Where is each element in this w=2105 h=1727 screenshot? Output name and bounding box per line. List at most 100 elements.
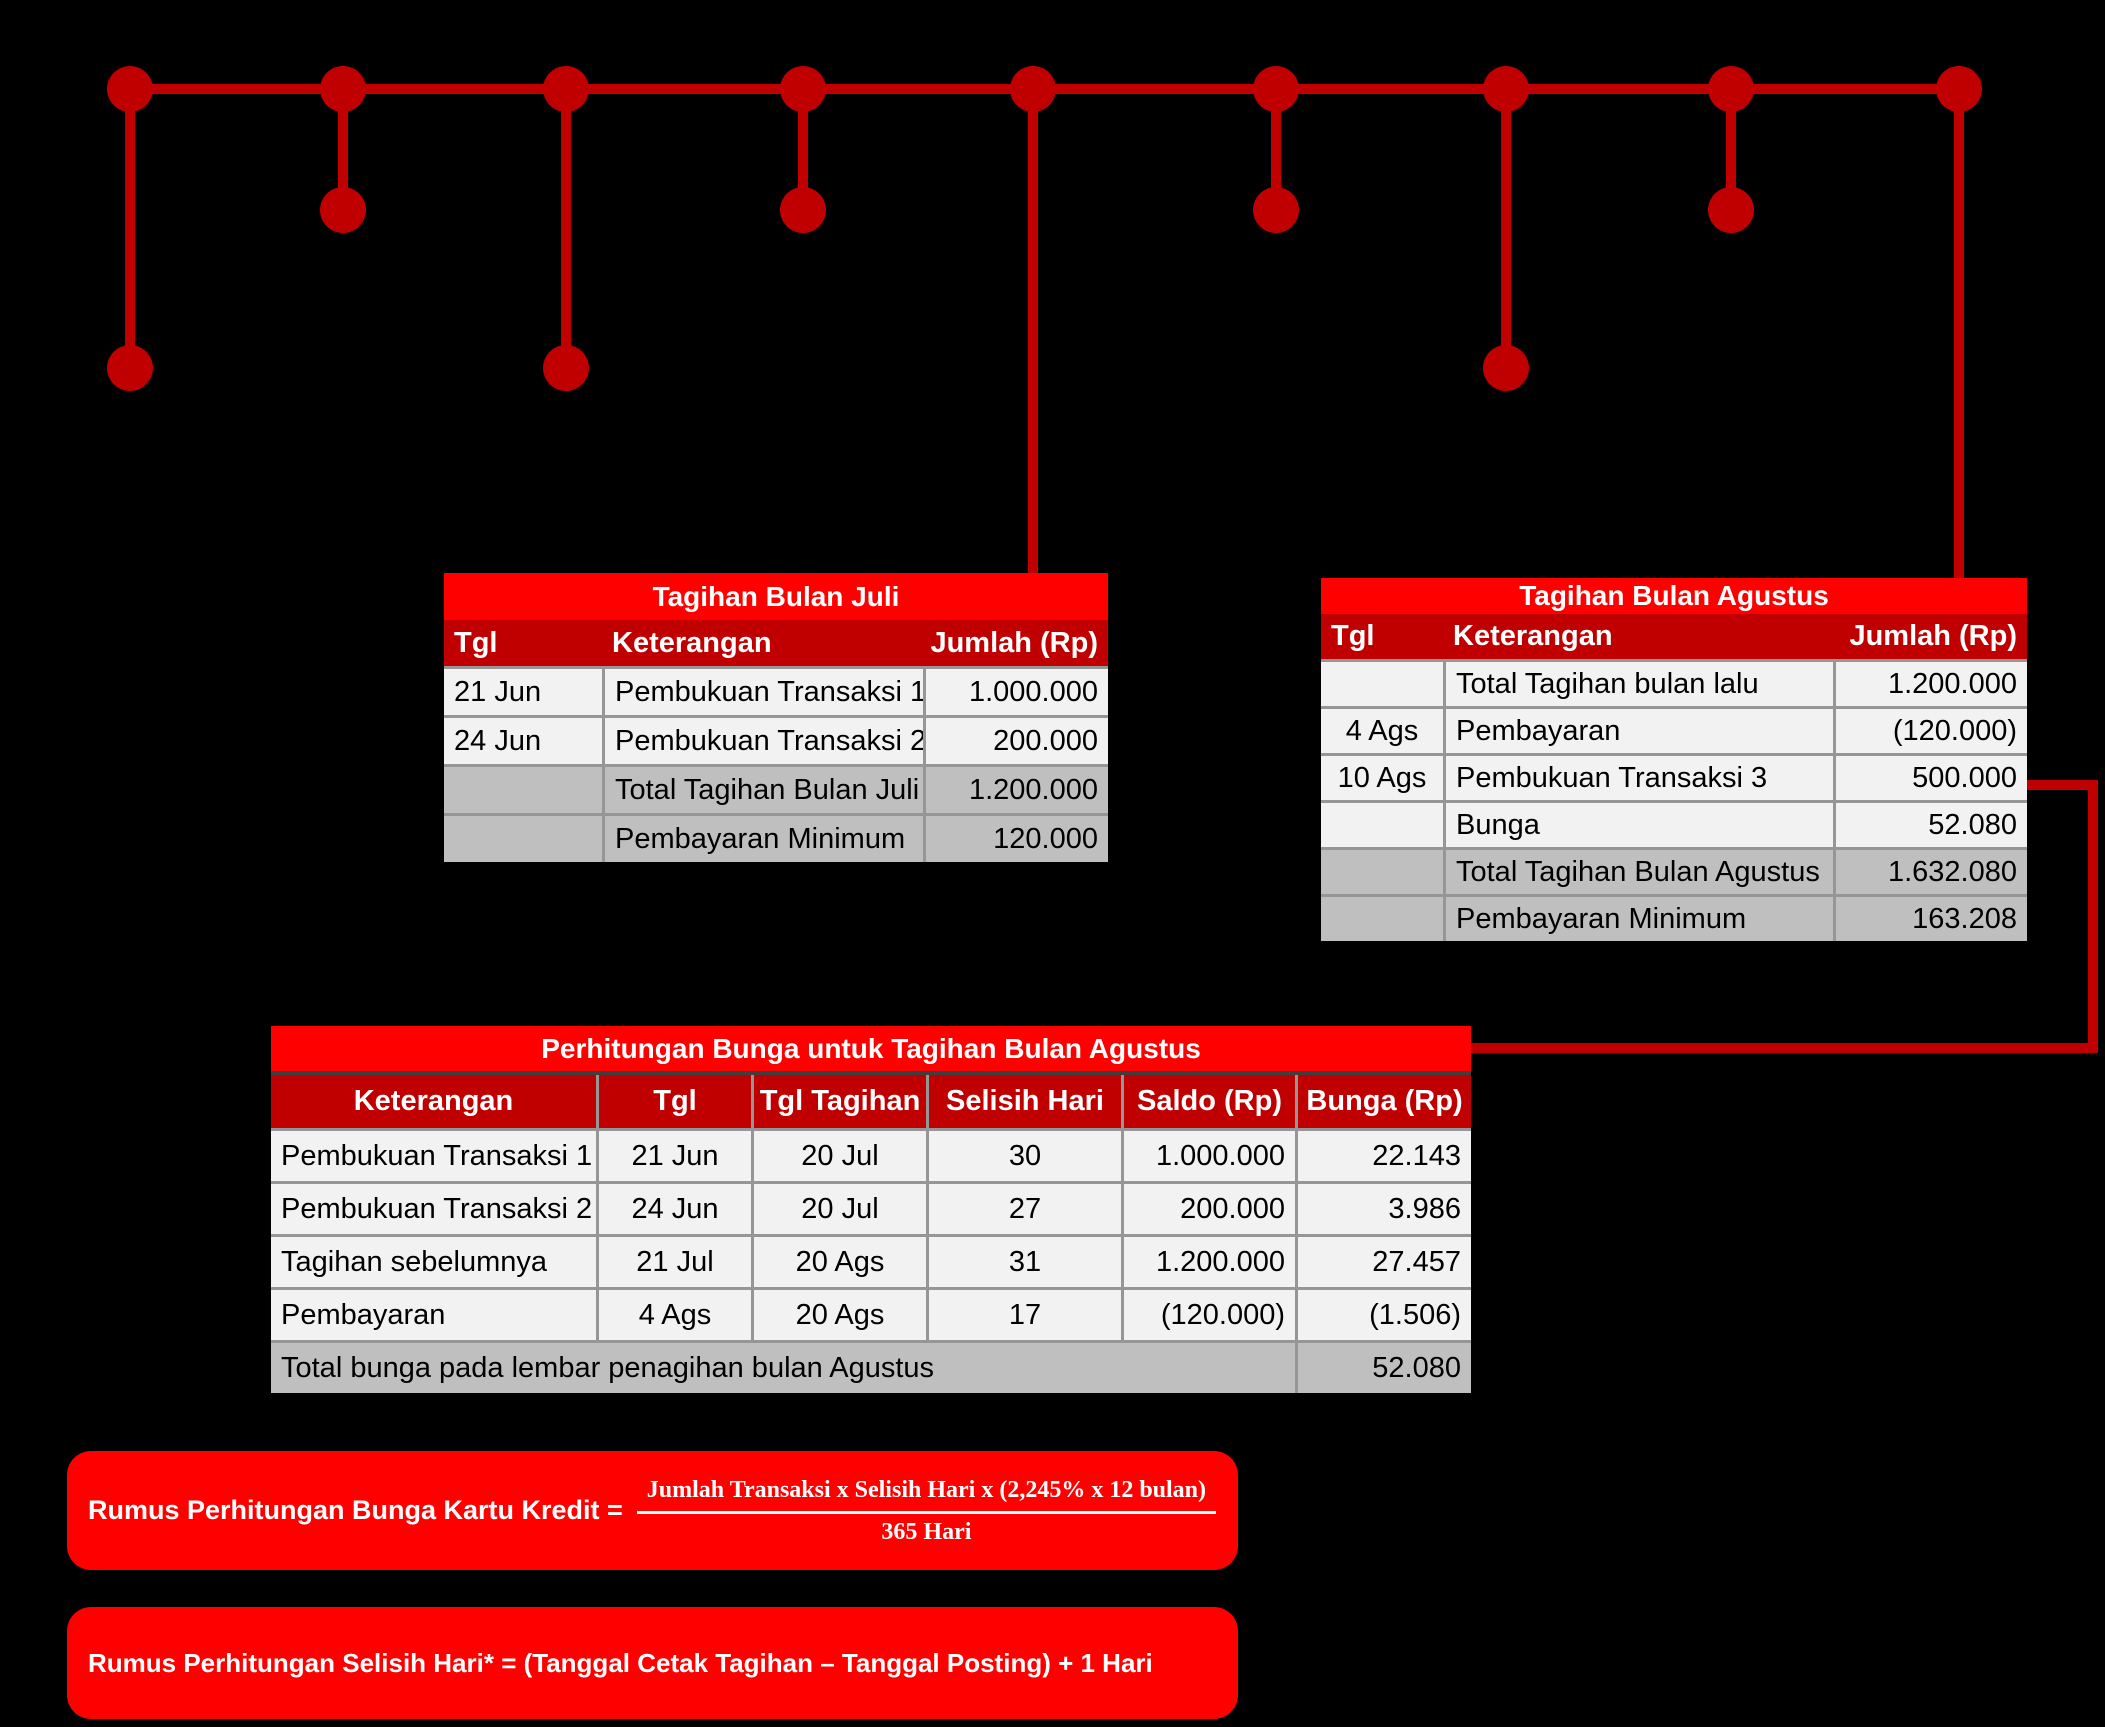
timeline-node-dot [1010, 66, 1056, 112]
table-cell: Total bunga pada lembar penagihan bulan … [271, 1340, 1295, 1393]
table-cell [444, 813, 602, 862]
table-cell: 3.986 [1295, 1181, 1471, 1234]
table-cell: 21 Jun [444, 666, 602, 715]
timeline-drop-line [338, 89, 348, 210]
table-cell: 27 [926, 1181, 1121, 1234]
timeline-node-dot [1483, 66, 1529, 112]
table-cell: 20 Ags [751, 1287, 926, 1340]
table-title: Tagihan Bulan Agustus [1321, 578, 2027, 614]
timeline-drop-line [1501, 89, 1511, 368]
table-cell: 1.200.000 [1833, 659, 2027, 706]
timeline-event-dot [780, 187, 826, 233]
table-cell: 31 [926, 1234, 1121, 1287]
table-cell: 4 Ags [1321, 706, 1443, 753]
timeline-event-dot [1708, 187, 1754, 233]
table-cell: 10 Ags [1321, 753, 1443, 800]
timeline-drop-line [1954, 89, 1964, 578]
table-header-cell: Saldo (Rp) [1121, 1075, 1295, 1128]
table-cell: 20 Jul [751, 1128, 926, 1181]
table-cell: 22.143 [1295, 1128, 1471, 1181]
table-cell: 200.000 [923, 715, 1108, 764]
formula-selisih-box: Rumus Perhitungan Selisih Hari* = (Tangg… [67, 1607, 1238, 1719]
table-cell: (120.000) [1121, 1287, 1295, 1340]
table-cell: 24 Jun [596, 1181, 751, 1234]
table-cell: 500.000 [1833, 753, 2027, 800]
table-cell: 27.457 [1295, 1234, 1471, 1287]
table-cell [1321, 659, 1443, 706]
table-title: Tagihan Bulan Juli [444, 573, 1108, 620]
table-cell [444, 764, 602, 813]
table-cell: 20 Ags [751, 1234, 926, 1287]
table-header-cell: Jumlah (Rp) [1833, 614, 2027, 659]
connector-agustus-exit [2027, 780, 2097, 790]
table-cell: 1.632.080 [1833, 847, 2027, 894]
table-cell: 163.208 [1833, 894, 2027, 941]
timeline-drop-line [1271, 89, 1281, 210]
table-cell: 20 Jul [751, 1181, 926, 1234]
table-cell: Pembukuan Transaksi 1 [602, 666, 923, 715]
timeline-event-dot [1483, 345, 1529, 391]
timeline-drop-line [798, 89, 808, 210]
timeline-drop-line [125, 89, 135, 368]
connector-perhitungan-entry [1471, 1043, 2098, 1053]
timeline-event-dot [107, 345, 153, 391]
timeline-event-dot [543, 345, 589, 391]
table-cell [1321, 800, 1443, 847]
table-cell: (120.000) [1833, 706, 2027, 753]
table-cell: Bunga [1443, 800, 1833, 847]
table-header-cell: Tgl Tagihan [751, 1075, 926, 1128]
table-header-cell: Tgl [444, 620, 602, 666]
table-cell: (1.506) [1295, 1287, 1471, 1340]
timeline-drop-line [1726, 89, 1736, 210]
table-cell: Pembukuan Transaksi 2 [602, 715, 923, 764]
table-header-cell: Tgl [596, 1075, 751, 1128]
table-cell: Total Tagihan bulan lalu [1443, 659, 1833, 706]
timeline-node-dot [107, 66, 153, 112]
table-cell: Tagihan sebelumnya [271, 1234, 596, 1287]
table-cell: 120.000 [923, 813, 1108, 862]
timeline-node-dot [1253, 66, 1299, 112]
formula-selisih-label: Rumus Perhitungan Selisih Hari* = (Tangg… [88, 1647, 1153, 1678]
formula-bunga-fraction: Jumlah Transaksi x Selisih Hari x (2,245… [636, 1475, 1217, 1546]
table-cell: 1.200.000 [1121, 1234, 1295, 1287]
timeline-node-dot [320, 66, 366, 112]
table-header-cell: Keterangan [1443, 614, 1833, 659]
table-title: Perhitungan Bunga untuk Tagihan Bulan Ag… [271, 1026, 1471, 1075]
timeline-event-dot [1253, 187, 1299, 233]
table-cell: Total Tagihan Bulan Agustus [1443, 847, 1833, 894]
table-cell: 21 Jul [596, 1234, 751, 1287]
timeline-drop-line [561, 89, 571, 368]
table-cell: Pembukuan Transaksi 1 [271, 1128, 596, 1181]
timeline-node-dot [1708, 66, 1754, 112]
formula-bunga-box: Rumus Perhitungan Bunga Kartu Kredit = J… [67, 1451, 1238, 1570]
table-header-cell: Keterangan [602, 620, 923, 666]
table-perhitungan-bunga: Perhitungan Bunga untuk Tagihan Bulan Ag… [271, 1026, 1471, 1393]
table-cell: 200.000 [1121, 1181, 1295, 1234]
connector-right-vertical [2088, 780, 2098, 1053]
table-cell: 1.200.000 [923, 764, 1108, 813]
table-cell: 52.080 [1833, 800, 2027, 847]
table-cell: 21 Jun [596, 1128, 751, 1181]
table-cell [1321, 894, 1443, 941]
timeline-node-dot [543, 66, 589, 112]
table-header-cell: Jumlah (Rp) [923, 620, 1108, 666]
fraction-numerator: Jumlah Transaksi x Selisih Hari x (2,245… [636, 1475, 1217, 1514]
table-cell: 1.000.000 [923, 666, 1108, 715]
table-header-cell: Tgl [1321, 614, 1443, 659]
timeline-drop-line [1028, 89, 1038, 573]
table-cell: Pembayaran Minimum [602, 813, 923, 862]
table-cell: 1.000.000 [1121, 1128, 1295, 1181]
table-cell: Pembayaran [271, 1287, 596, 1340]
timeline-node-dot [1936, 66, 1982, 112]
table-cell: 24 Jun [444, 715, 602, 764]
table-cell: Pembayaran Minimum [1443, 894, 1833, 941]
fraction-denominator: 365 Hari [881, 1518, 972, 1545]
table-cell: 30 [926, 1128, 1121, 1181]
table-cell: 4 Ags [596, 1287, 751, 1340]
table-cell [1321, 847, 1443, 894]
timeline-event-dot [320, 187, 366, 233]
table-cell: Pembukuan Transaksi 3 [1443, 753, 1833, 800]
